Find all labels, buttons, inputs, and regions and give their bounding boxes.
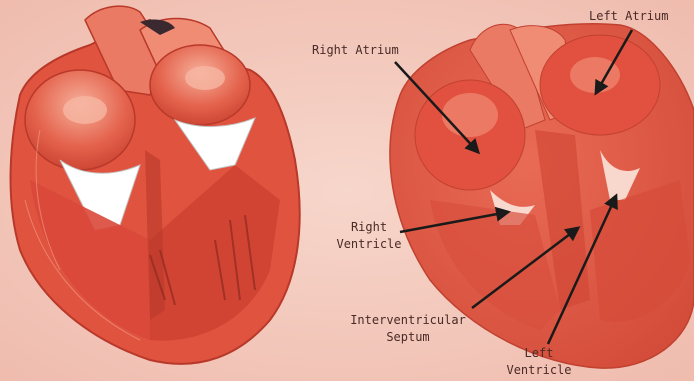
label-septum-line1: Interventricular bbox=[332, 312, 484, 329]
label-left-ventricle-line2: Ventricle bbox=[498, 362, 580, 379]
label-left-ventricle-line1: Left bbox=[498, 345, 580, 362]
label-right-atrium: Right Atrium bbox=[312, 42, 399, 59]
label-left-atrium: Left Atrium bbox=[589, 8, 668, 25]
label-right-ventricle-line1: Right bbox=[328, 219, 410, 236]
label-left-ventricle: Left Ventricle bbox=[498, 345, 580, 379]
label-interventricular-septum: Interventricular Septum bbox=[332, 312, 484, 346]
label-right-ventricle: Right Ventricle bbox=[328, 219, 410, 253]
label-right-ventricle-line2: Ventricle bbox=[328, 236, 410, 253]
label-septum-line2: Septum bbox=[332, 329, 484, 346]
